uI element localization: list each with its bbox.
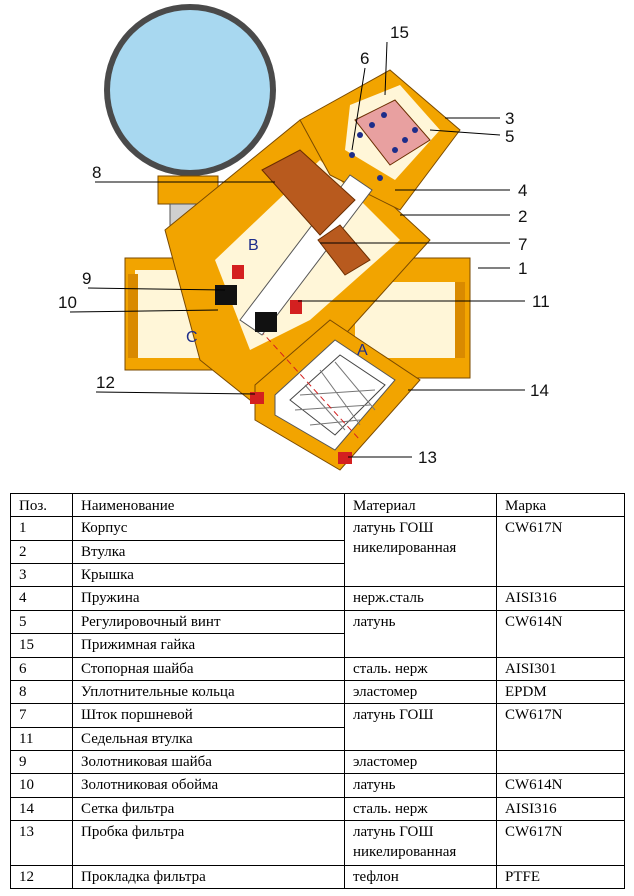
callout-4: 4: [518, 181, 527, 200]
callout-1: 1: [518, 259, 527, 278]
table-row: 5 Регулировочный винт латунь CW614N: [10, 609, 625, 658]
cell-name: Золотниковая обойма: [72, 773, 345, 798]
cell-name: Прижимная гайка: [72, 633, 345, 658]
cell-pos: 12: [10, 864, 73, 890]
cell-material: сталь. нерж: [344, 656, 497, 681]
callout-6: 6: [360, 49, 369, 68]
leader-lines: [69, 41, 525, 458]
cell-mark: AISI316: [496, 796, 625, 822]
callout-14: 14: [530, 381, 549, 400]
callout-11: 11: [532, 292, 550, 311]
cell-mark: CW617N: [496, 703, 625, 751]
cell-material: тефлон: [344, 864, 497, 890]
callout-13: 13: [418, 448, 437, 467]
cell-name: Втулка: [72, 539, 345, 565]
callout-7: 7: [518, 235, 527, 254]
cell-material: латунь ГОШ никелированная: [344, 516, 497, 588]
cell-mark: PTFE: [496, 864, 625, 890]
cell-pos: 1: [10, 516, 73, 541]
table-row: 8 Уплотнительные кольца эластомер EPDM: [10, 679, 625, 705]
cell-mark: CW614N: [496, 609, 625, 658]
table-row: 15 Прижимная гайка: [10, 633, 625, 658]
cell-pos: 4: [10, 586, 73, 611]
header-pos: Поз.: [10, 492, 73, 518]
cell-pos: 10: [10, 773, 73, 798]
table-row: 9 Золотниковая шайба эластомер: [10, 749, 625, 775]
cell-pos: 15: [10, 633, 73, 658]
table-header-row: Поз. Наименование Материал Марка: [10, 492, 625, 518]
table-row: 12 Прокладка фильтра тефлон PTFE: [10, 864, 625, 890]
cell-mark: CW614N: [496, 773, 625, 798]
cell-pos: 7: [10, 703, 73, 728]
table-row: 14 Сетка фильтра сталь. нерж AISI316: [10, 796, 625, 822]
cell-mark: AISI316: [496, 586, 625, 611]
cell-material: нерж.сталь: [344, 586, 497, 611]
cell-pos: 8: [10, 679, 73, 705]
cell-mark: EPDM: [496, 679, 625, 705]
cell-mark: [496, 749, 625, 775]
filter-mesh: [259, 329, 386, 441]
cell-name: Уплотнительные кольца: [72, 679, 345, 705]
table-row: 11 Седельная втулка: [10, 726, 625, 751]
callout-8: 8: [92, 163, 101, 182]
header-material: Материал: [344, 492, 497, 518]
table-row: 2 Втулка: [10, 539, 625, 565]
header-name: Наименование: [72, 492, 345, 518]
cell-material: латунь: [344, 609, 497, 658]
zone-label-b: B: [248, 237, 259, 254]
cell-mark: CW617N: [496, 516, 625, 588]
cell-pos: 6: [10, 656, 73, 681]
callout-10: 10: [58, 293, 77, 312]
zone-label-a: A: [357, 342, 368, 359]
cell-material: сталь. нерж: [344, 796, 497, 822]
cell-name: Шток поршневой: [72, 703, 345, 728]
cell-material: латунь: [344, 773, 497, 798]
callout-3: 3: [505, 109, 514, 128]
table-row: 6 Стопорная шайба сталь. нерж AISI301: [10, 656, 625, 681]
cell-pos: 9: [10, 749, 73, 775]
cell-material: эластомер: [344, 749, 497, 775]
callout-15: 15: [390, 23, 409, 42]
cell-material: эластомер: [344, 679, 497, 705]
cell-mark: AISI301: [496, 656, 625, 681]
cell-name: Стопорная шайба: [72, 656, 345, 681]
cell-name: Регулировочный винт: [72, 609, 345, 635]
cell-pos: 3: [10, 563, 73, 588]
cell-name: Корпус: [72, 516, 345, 541]
cell-name: Седельная втулка: [72, 726, 345, 751]
cell-mark: CW617N: [496, 820, 625, 866]
cell-name: Крышка: [72, 563, 345, 588]
cell-name: Пружина: [72, 586, 345, 611]
zone-label-c: C: [186, 329, 198, 346]
cell-pos: 11: [10, 726, 73, 751]
table-row: 4 Пружина нерж.сталь AISI316: [10, 586, 625, 611]
cell-pos: 13: [10, 820, 73, 866]
cell-name: Прокладка фильтра: [72, 864, 345, 890]
callout-2: 2: [518, 207, 527, 226]
cell-pos: 2: [10, 539, 73, 565]
valve-cross-section-diagram: 15 6 3 5 8 4 2 7 1 9 10 11 12 14 13 B C …: [58, 4, 550, 471]
cell-pos: 5: [10, 609, 73, 635]
cell-pos: 14: [10, 796, 73, 822]
table-row: 10 Золотниковая обойма латунь CW614N: [10, 773, 625, 798]
callout-12: 12: [96, 373, 115, 392]
callout-9: 9: [82, 269, 91, 288]
cell-material: латунь ГОШ никелированная: [344, 820, 497, 866]
cell-material: латунь ГОШ: [344, 703, 497, 751]
cell-name: Сетка фильтра: [72, 796, 345, 822]
callout-5: 5: [505, 127, 514, 146]
header-mark: Марка: [496, 492, 625, 518]
specification-table: Поз. Наименование Материал Марка 1 Корпу…: [10, 492, 625, 890]
table-row: 7 Шток поршневой латунь ГОШ CW617N: [10, 703, 625, 751]
cell-name: Пробка фильтра: [72, 820, 345, 866]
cell-name: Золотниковая шайба: [72, 749, 345, 775]
table-row: 13 Пробка фильтра латунь ГОШ никелирован…: [10, 820, 625, 866]
table-row: 1 Корпус латунь ГОШ никелированная CW617…: [10, 516, 625, 588]
